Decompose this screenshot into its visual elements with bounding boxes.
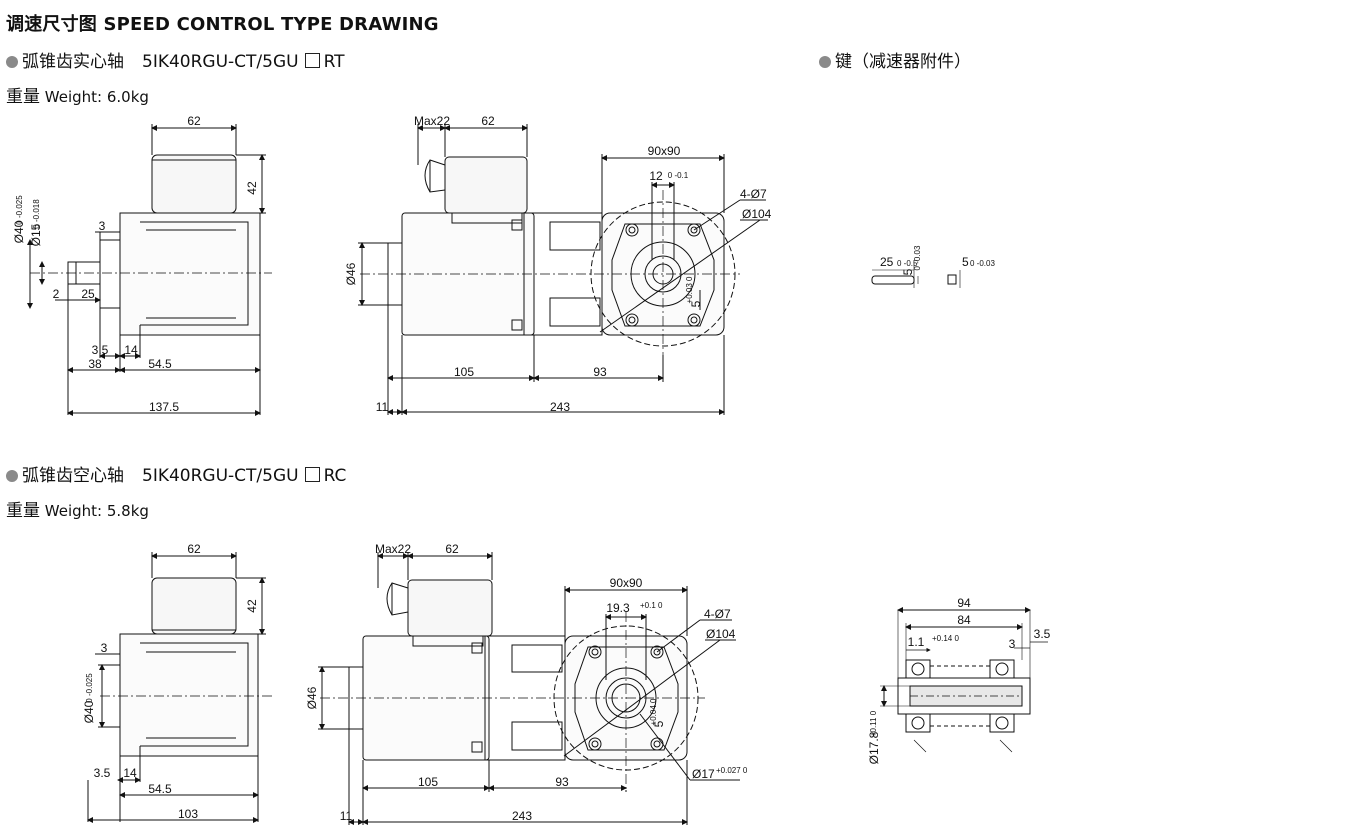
dim-3-5: 3.5 — [92, 343, 109, 357]
dim-3: 3 — [99, 219, 106, 233]
dim-3: 3 — [101, 641, 108, 655]
section-hollow-model: 5IK40RGU-CT/5GU — [142, 466, 299, 486]
dim-14: 14 — [124, 343, 138, 357]
dim-42: 42 — [245, 599, 259, 613]
section-hollow-suffix: RC — [323, 466, 347, 486]
dim-105: 105 — [418, 775, 438, 789]
dim-93: 93 — [555, 775, 569, 789]
dim-54-5: 54.5 — [148, 782, 172, 796]
dim-dia15: Ø15 — [29, 223, 43, 246]
dim-1-1-tol: +0.14 0 — [932, 634, 959, 643]
dim-dia40-tol: 0 -0.025 — [85, 673, 94, 703]
key-dim-5b: 5 — [962, 255, 969, 269]
dim-62: 62 — [187, 542, 201, 556]
dim-3-5: 3.5 — [94, 766, 111, 780]
dim-14: 14 — [123, 766, 137, 780]
dim-90x90: 90x90 — [648, 144, 681, 158]
solid-side-view — [27, 124, 272, 416]
dim-5: 5 — [689, 300, 703, 307]
dim-90x90: 90x90 — [610, 576, 643, 590]
dim-dia40: Ø40 — [12, 220, 26, 243]
dim-holes: 4-Ø7 — [740, 187, 767, 201]
dim-5-tol: +0.03 0 — [685, 276, 694, 303]
dim-105: 105 — [454, 365, 474, 379]
dim-62b: 62 — [445, 542, 459, 556]
section-solid-suffix: RT — [323, 52, 345, 72]
dim-54-5: 54.5 — [148, 357, 172, 371]
dim-25: 25 — [81, 287, 95, 301]
key-drawing — [871, 262, 961, 288]
dim-103: 103 — [178, 807, 198, 821]
bullet-icon — [6, 470, 18, 482]
dim-137-5: 137.5 — [149, 400, 179, 414]
dim-dia40-tol: 0 -0.025 — [15, 195, 24, 225]
dim-62b: 62 — [481, 114, 495, 128]
hollow-front-view — [318, 552, 740, 825]
dim-19-3: 19.3 — [606, 601, 630, 615]
dim-5-tol: +0.04 0 — [649, 698, 658, 725]
page-title: 调速尺寸图 SPEED CONTROL TYPE DRAWING — [6, 14, 439, 35]
dim-11: 11 — [376, 400, 389, 414]
section-key-name: 键（减速器附件） — [835, 52, 971, 72]
dim-dia104: Ø104 — [742, 207, 772, 221]
dim-dia104: Ø104 — [706, 627, 736, 641]
dim-38: 38 — [88, 357, 102, 371]
hollow-shaft-section — [880, 607, 1048, 753]
dim-93: 93 — [593, 365, 607, 379]
dim-dia40: Ø40 — [82, 700, 96, 723]
dim-84: 84 — [957, 613, 971, 627]
dim-2: 2 — [53, 287, 60, 301]
weight-en-label: Weight: 6.0kg — [44, 88, 149, 106]
dim-19-3-tol: +0.1 0 — [640, 601, 663, 610]
bullet-icon — [819, 56, 831, 68]
dim-12: 12 — [649, 169, 663, 183]
dim-dia17-8: Ø17.8 — [867, 731, 881, 764]
checkbox-square-icon — [304, 53, 320, 68]
dim-243: 243 — [550, 400, 570, 414]
dim-3-5b: 3.5 — [1034, 627, 1051, 641]
dim-dia46: Ø46 — [344, 262, 358, 285]
key-dim-25: 25 — [880, 255, 894, 269]
dim-dia46: Ø46 — [305, 686, 319, 709]
key-dim-5: 5 — [901, 268, 915, 275]
section-solid-model: 5IK40RGU-CT/5GU — [142, 52, 299, 72]
dim-5: 5 — [652, 720, 666, 727]
weight-cn-label: 重量 — [6, 501, 40, 521]
checkbox-square-icon — [304, 467, 320, 482]
dim-dia17: Ø17 — [692, 767, 715, 781]
section-key-heading: 键（减速器附件） — [819, 47, 971, 72]
key-dim-5b-tol: 0 -0.03 — [970, 259, 995, 268]
dim-62: 62 — [187, 114, 201, 128]
dim-dia17-tol: +0.027 0 — [716, 766, 748, 775]
section-solid-name: 弧锥齿实心轴 — [22, 52, 124, 72]
dim-11: 11 — [340, 809, 353, 823]
dim-dia17-8-tol: +0.11 0 — [869, 710, 878, 737]
dim-12-tol: 0 -0.1 — [668, 171, 689, 180]
dim-243: 243 — [512, 809, 532, 823]
key-dim-5-tol: 0 -0.03 — [913, 245, 922, 270]
dim-max22: Max22 — [375, 542, 411, 556]
section-hollow-weight: 重量 Weight: 5.8kg — [6, 496, 149, 521]
section-hollow-heading: 弧锥齿空心轴 5IK40RGU-CT/5GU RC — [6, 461, 346, 486]
section-solid-heading: 弧锥齿实心轴 5IK40RGU-CT/5GU RT — [6, 47, 345, 72]
key-dim-25-tol: 0 -0.5 — [897, 259, 918, 268]
dim-max22: Max22 — [414, 114, 450, 128]
section-solid-weight: 重量 Weight: 6.0kg — [6, 82, 149, 107]
dim-94: 94 — [957, 596, 971, 610]
solid-front-view — [358, 124, 768, 415]
dim-holes: 4-Ø7 — [704, 607, 731, 621]
weight-en-label: Weight: 5.8kg — [44, 502, 149, 520]
section-hollow-name: 弧锥齿空心轴 — [22, 466, 124, 486]
bullet-icon — [6, 56, 18, 68]
weight-cn-label: 重量 — [6, 87, 40, 107]
hollow-side-view — [87, 552, 272, 823]
dim-dia15-tol: 0 -0.018 — [32, 199, 41, 229]
dim-42: 42 — [245, 181, 259, 195]
dim-3b: 3 — [1009, 637, 1016, 651]
dim-1-1: 1.1 — [908, 635, 925, 649]
